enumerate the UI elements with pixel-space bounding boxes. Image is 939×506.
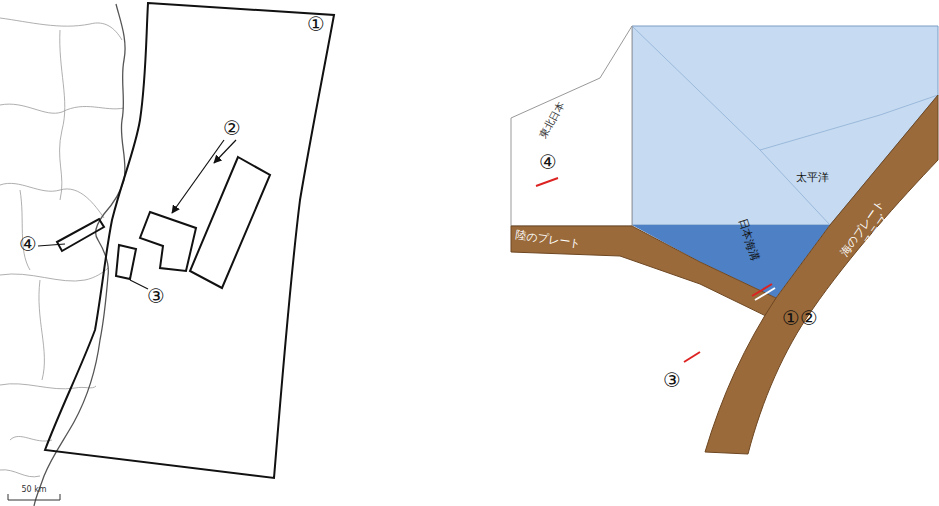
fault-region bbox=[140, 212, 196, 271]
scale-label: 50 km bbox=[21, 485, 46, 494]
fault-region bbox=[57, 219, 104, 251]
callout-number: ③ bbox=[147, 285, 165, 308]
callout-number: ② bbox=[223, 117, 241, 140]
scale-bar bbox=[8, 494, 60, 500]
callout-number: ③ bbox=[663, 369, 681, 392]
fault-region bbox=[116, 245, 136, 279]
ocean-label: 太平洋 bbox=[796, 172, 829, 185]
leader-lines bbox=[38, 140, 236, 289]
callout-number: ①② bbox=[782, 307, 818, 330]
callout-number: ④ bbox=[19, 233, 37, 256]
coastline bbox=[34, 4, 125, 506]
fault-region bbox=[45, 3, 334, 478]
callout-number: ④ bbox=[539, 151, 557, 174]
fault-region bbox=[190, 157, 270, 288]
callout-number: ① bbox=[307, 13, 325, 36]
block-diagram bbox=[511, 26, 938, 454]
